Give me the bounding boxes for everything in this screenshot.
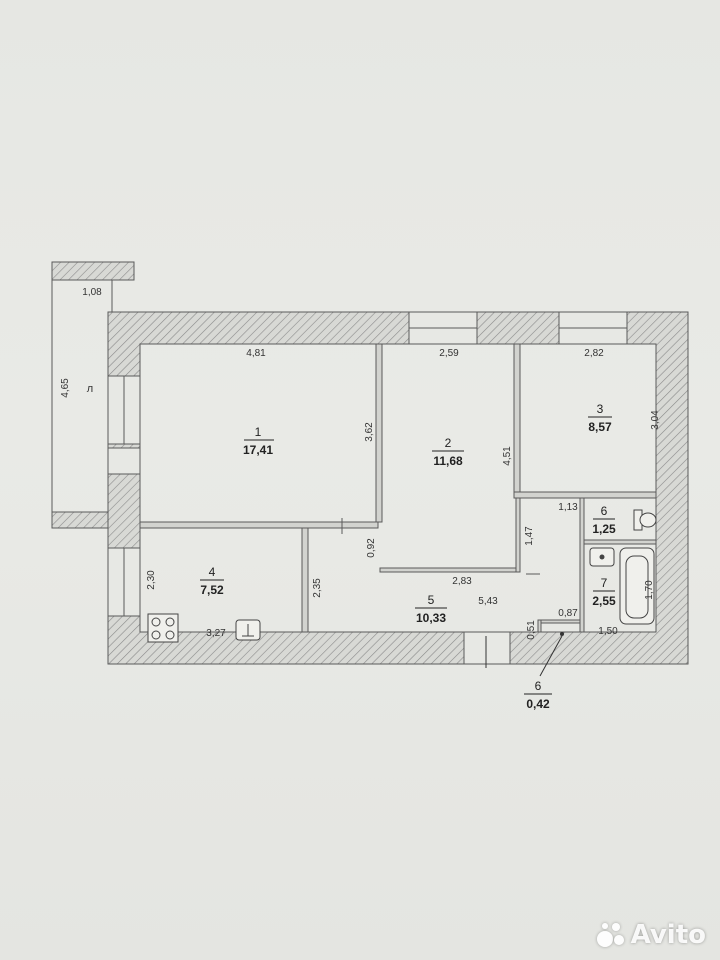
dim-room3-width: 2,82: [584, 348, 604, 359]
room-5-number: 5: [428, 593, 435, 607]
kitchen-sink-icon: [235, 619, 261, 641]
dim-balcony-length: 4,65: [60, 378, 71, 398]
room-1-area: 17,41: [243, 443, 273, 457]
room-5-area: 10,33: [416, 611, 446, 625]
room-6-number: 6: [601, 504, 608, 518]
dim-balcony-width: 1,08: [82, 287, 102, 298]
room-2-number: 2: [445, 436, 452, 450]
dim-room2-height: 4,51: [502, 446, 513, 466]
room-4-number: 4: [209, 565, 216, 579]
toilet-icon: [633, 509, 657, 531]
room-4-area: 7,52: [200, 583, 224, 597]
avito-logo-icon: [596, 921, 625, 949]
watermark-text: Avito: [630, 920, 706, 950]
stove-icon: [147, 613, 179, 643]
dim-wc-width: 1,13: [558, 502, 578, 513]
dim-room1-height: 3,62: [364, 422, 375, 442]
room-3-number: 3: [597, 402, 604, 416]
closet-marker: [560, 632, 564, 636]
dim-closet-width: 0,87: [558, 608, 578, 619]
dim-room4-height: 2,30: [146, 570, 157, 590]
room-7-area: 2,55: [592, 594, 616, 608]
watermark: Avito: [596, 920, 706, 950]
balcony-mark: л: [87, 383, 93, 395]
dim-bath-width: 1,50: [598, 626, 618, 637]
room-2-area: 11,68: [433, 454, 463, 468]
partitions: [139, 343, 657, 633]
closet-area: 0,42: [526, 697, 550, 711]
room-3-area: 8,57: [588, 420, 612, 434]
dim-room1-width: 4,81: [246, 348, 266, 359]
room-6-area: 1,25: [592, 522, 616, 536]
outer-walls: [107, 311, 689, 668]
dim-room3-height: 3,04: [650, 410, 661, 430]
dim-room4-width: 3,27: [206, 628, 226, 639]
room-7-number: 7: [601, 576, 608, 590]
dim-bath-height: 1,70: [644, 580, 655, 600]
dim-hall-height: 1,47: [524, 526, 535, 546]
closet-leader-line: [539, 635, 563, 677]
dim-closet-height: 0,51: [526, 620, 537, 640]
dim-hall-small: 0,92: [366, 538, 377, 558]
dim-room2-width: 2,59: [439, 348, 459, 359]
closet-number: 6: [535, 679, 542, 693]
dim-room2-bottom: 2,83: [452, 576, 472, 587]
dim-hall-left: 2,35: [312, 578, 323, 598]
dim-hall-width: 5,43: [478, 596, 498, 607]
washbasin-icon: [589, 547, 615, 567]
bathtub-icon: [619, 547, 655, 625]
room-1-number: 1: [255, 425, 262, 439]
